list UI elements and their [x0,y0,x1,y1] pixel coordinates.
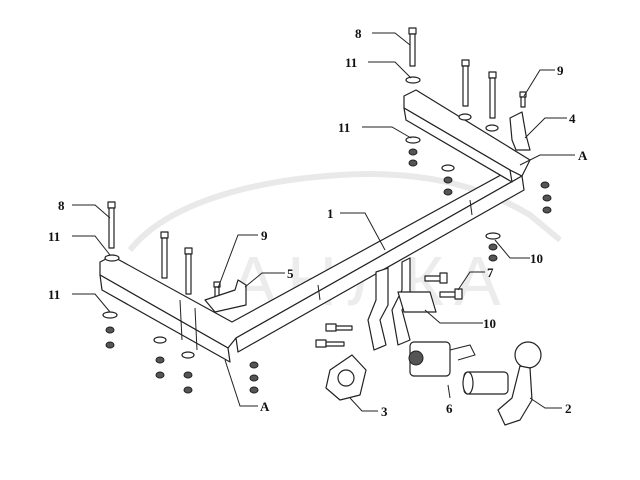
callout-8-left: 8 [58,198,65,213]
callout-4: 4 [569,111,576,126]
plate-10 [397,291,437,313]
mounting-plate-left [367,267,389,351]
callout-9-left: 9 [261,228,268,243]
callout-10-mid: 10 [483,316,496,331]
callout-10-right: 10 [530,251,543,266]
electrical-socket-part-6 [408,341,476,377]
callout-1: 1 [327,206,334,221]
bracket-part-4 [509,111,531,151]
callout-9-right: 9 [557,63,564,78]
callout-6: 6 [446,401,453,416]
callout-11-left: 11 [48,229,60,244]
callout-8-top: 8 [355,26,362,41]
callout-7: 7 [487,265,494,280]
callout-A-left: A [260,399,270,414]
crossbar-part-1 [99,89,531,363]
callout-3: 3 [381,404,388,419]
callout-11-top: 11 [345,55,357,70]
bolt-8-left [107,201,116,249]
bolts-lower [315,323,353,348]
callout-11-mid: 11 [338,120,350,135]
bracket-part-5 [204,279,247,313]
callout-2: 2 [565,401,572,416]
leader-lines [72,32,575,412]
bolts [107,27,527,298]
tow-ball-part-2 [462,341,542,426]
callout-5: 5 [287,266,294,281]
washers-nuts [102,76,552,394]
bolt-8-top [408,27,417,67]
callout-11-low: 11 [48,287,60,302]
callout-A-right: A [578,148,588,163]
